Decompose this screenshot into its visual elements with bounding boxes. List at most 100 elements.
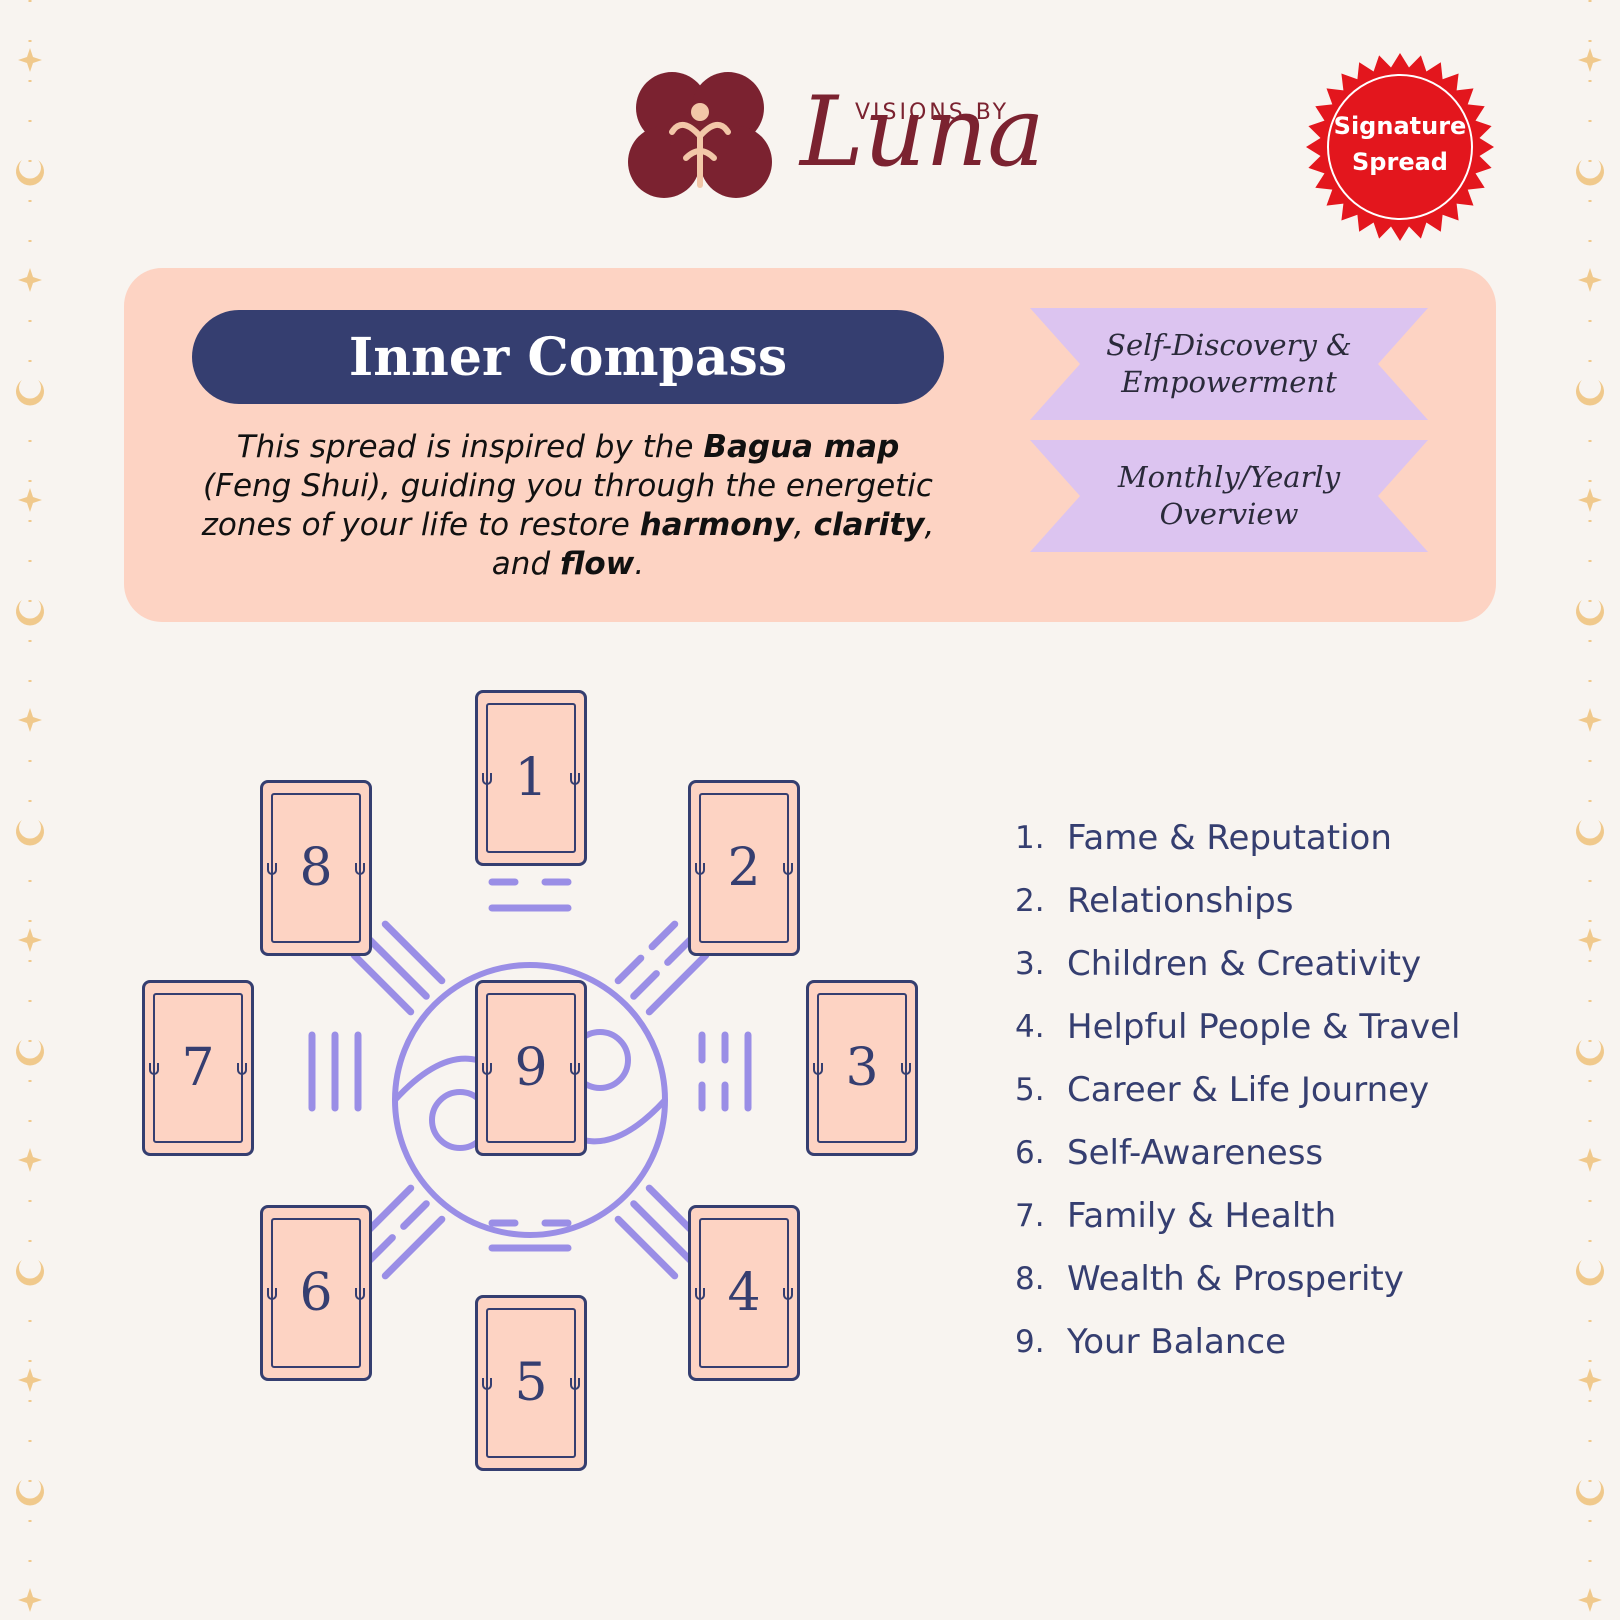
desc-text-4: , and [491,507,935,582]
card-hook-right [570,773,580,785]
card-hook-left [149,1063,159,1075]
star-ornament-icon [1578,268,1602,292]
tarot-card-2: 2 [688,780,800,956]
tarot-card-3: 3 [806,980,918,1156]
moon-ornament-icon [1576,820,1604,846]
desc-bold-3: clarity [813,507,925,543]
card-hook-left [482,773,492,785]
tarot-card-7: 7 [142,980,254,1156]
right-border-ornament [1576,0,1604,1620]
moon-ornament-icon [1576,160,1604,186]
star-ornament-icon [1578,1148,1602,1172]
card-hook-right [570,1063,580,1075]
trigram-line [381,920,446,985]
legend-label: Wealth & Prosperity [1067,1259,1404,1299]
card-hook-right [783,1288,793,1300]
legend-label: Relationships [1067,881,1294,921]
star-ornament-icon [1578,48,1602,72]
trigram-line [366,936,430,1000]
tarot-card-1: 1 [475,690,587,866]
card-number: 8 [299,838,333,898]
legend-label: Self-Awareness [1067,1133,1324,1173]
desc-bold-1: Bagua map [703,429,900,465]
card-number: 6 [299,1263,333,1323]
card-hook-right [783,863,793,875]
moon-ornament-icon [16,380,45,406]
logo-small-text: VISIONS BY [855,100,1010,125]
legend-item: 2.Relationships [1015,881,1460,944]
trigram-line [664,936,694,966]
legend-number: 8. [1015,1261,1045,1297]
star-ornament-icon [18,708,42,732]
star-ornament-icon [18,268,42,292]
star-ornament-icon [1578,488,1602,512]
legend-item: 8. Wealth & Prosperity [1015,1259,1460,1322]
card-hook-left [813,1063,823,1075]
legend-item: 9.Your Balance [1015,1322,1460,1385]
desc-text-2: (Feng Shui), guiding you through the ene… [201,468,933,543]
legend-item: 7. Family & Health [1015,1196,1460,1259]
legend-item: 3. Children & Creativity [1015,944,1460,1007]
card-number: 2 [727,838,761,898]
legend-number: 3. [1015,946,1045,982]
moon-ornament-icon [16,820,45,846]
legend-number: 5. [1015,1072,1045,1108]
moon-ornament-icon [1576,600,1604,626]
card-hook-left [267,863,277,875]
card-hook-left [267,1288,277,1300]
legend-item: 6. Self-Awareness [1015,1133,1460,1196]
tarot-card-5: 5 [475,1295,587,1471]
desc-bold-4: flow [559,546,635,582]
spread-title: Inner Compass [192,310,944,404]
tarot-card-8: 8 [260,780,372,956]
legend-label: Family & Health [1067,1196,1337,1236]
trigram-line [400,1200,430,1230]
star-ornament-icon [1578,1368,1602,1392]
card-hook-right [570,1378,580,1390]
moon-ornament-icon [16,1480,44,1506]
card-number: 4 [727,1263,761,1323]
star-ornament-icon [18,488,42,512]
card-number: 9 [514,1038,548,1098]
legend-number: 7. [1015,1198,1045,1234]
card-hook-right [901,1063,911,1075]
luna-logo-flower-icon [628,72,772,198]
legend-item: 4. Helpful People & Travel [1015,1007,1460,1070]
trigram-line [366,1234,396,1264]
legend-number: 6. [1015,1135,1045,1171]
legend-label: Children & Creativity [1067,944,1422,984]
card-hook-right [355,1288,365,1300]
card-number: 1 [514,748,548,808]
trigram-line [648,920,679,951]
card-number: 7 [181,1038,215,1098]
legend-number: 4. [1015,1009,1045,1045]
trigram-line [645,951,710,1016]
star-ornament-icon [18,928,42,952]
tag-1-line-2: Empowerment [1121,365,1337,399]
left-border-ornament [16,0,45,1620]
star-ornament-icon [1578,928,1602,952]
moon-ornament-icon [1576,1260,1604,1286]
legend-label: Helpful People & Travel [1067,1007,1461,1047]
card-hook-right [237,1063,247,1075]
badge-line-1: Signature [1333,112,1467,140]
card-hook-left [695,1288,705,1300]
moon-ornament-icon [16,600,45,626]
desc-bold-2: harmony [639,507,794,543]
card-number: 5 [514,1353,548,1413]
desc-text-5: . [634,546,645,582]
star-ornament-icon [18,48,42,72]
card-hook-left [482,1063,492,1075]
card-hook-left [482,1378,492,1390]
legend-number: 9. [1015,1324,1045,1360]
star-ornament-icon [18,1588,42,1612]
moon-ornament-icon [16,160,45,186]
moon-ornament-icon [1576,1480,1604,1506]
legend-number: 1. [1015,820,1045,856]
legend-label: Fame & Reputation [1067,818,1392,858]
trigram-line [630,1200,694,1264]
star-ornament-icon [18,1368,42,1392]
tag-2-line-2: Overview [1159,497,1299,531]
